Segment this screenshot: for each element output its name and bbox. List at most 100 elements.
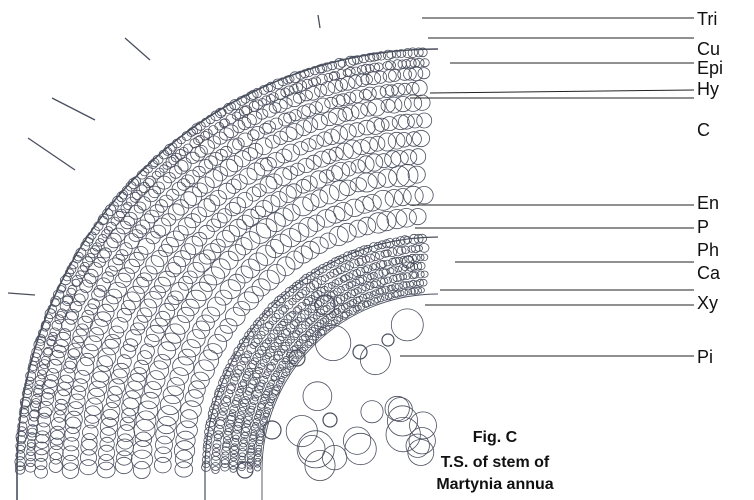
cell <box>168 204 184 220</box>
cell <box>365 254 375 262</box>
cell <box>280 186 297 203</box>
cell <box>266 135 281 148</box>
cell <box>169 155 179 164</box>
cell <box>334 203 353 221</box>
cell <box>349 123 365 137</box>
cell <box>269 103 281 114</box>
pith-cell <box>305 450 335 480</box>
cell <box>107 233 122 248</box>
cell <box>359 276 367 284</box>
label-en: En <box>697 193 719 213</box>
cell <box>178 158 191 172</box>
cell <box>396 209 416 228</box>
figure-number: Fig. C <box>420 427 570 448</box>
cell <box>301 139 316 152</box>
pith-cell <box>385 396 409 420</box>
cell <box>82 344 98 358</box>
cell <box>286 313 294 321</box>
cell <box>286 124 303 140</box>
cell <box>342 284 349 290</box>
cell <box>97 250 109 262</box>
cell <box>156 425 175 444</box>
cell <box>220 403 229 411</box>
cell <box>207 297 225 316</box>
label-cu: Cu <box>697 39 720 59</box>
cell <box>117 308 131 322</box>
cell <box>249 101 259 111</box>
cell <box>133 277 149 293</box>
xylem-vessel <box>263 421 281 439</box>
cell <box>155 447 172 462</box>
cell <box>85 269 99 283</box>
cell <box>404 186 424 205</box>
cell <box>280 229 301 247</box>
cell <box>335 79 347 92</box>
cell <box>77 358 94 376</box>
cell <box>170 166 182 179</box>
cell <box>89 381 107 397</box>
cell <box>297 340 304 346</box>
cell <box>255 138 272 155</box>
xylem-vessel <box>353 345 367 359</box>
cell <box>280 98 293 109</box>
cell <box>230 454 237 461</box>
cell <box>196 315 214 331</box>
cell <box>311 190 328 208</box>
cell <box>52 321 62 331</box>
trichome <box>125 38 150 60</box>
trichome <box>28 138 75 170</box>
cell <box>134 360 149 374</box>
cell <box>185 236 203 254</box>
cell-layers <box>15 48 437 481</box>
cell <box>228 245 245 261</box>
cell <box>88 248 99 257</box>
cell <box>72 275 82 286</box>
cell <box>181 175 194 187</box>
cell <box>380 260 387 267</box>
cell <box>332 162 350 180</box>
cell <box>352 67 361 75</box>
cell <box>252 279 270 296</box>
cell <box>233 302 250 316</box>
cell <box>356 173 377 192</box>
cell <box>293 307 300 314</box>
cell <box>144 189 158 201</box>
cell <box>85 398 102 416</box>
cell <box>64 361 76 373</box>
cell <box>350 178 366 192</box>
cell <box>252 100 263 109</box>
cell <box>417 113 432 128</box>
cell <box>168 291 184 305</box>
cell <box>326 166 342 182</box>
label-ca: Ca <box>697 263 720 283</box>
cell <box>339 180 356 196</box>
cell <box>320 185 339 204</box>
cell <box>296 81 306 92</box>
cell <box>421 271 428 277</box>
cell <box>408 114 423 128</box>
cell <box>122 398 139 416</box>
cell <box>76 324 88 336</box>
label-epi: Epi <box>697 58 723 78</box>
cell <box>126 330 142 347</box>
cell <box>388 293 394 299</box>
cell <box>321 82 335 96</box>
cell <box>150 158 159 166</box>
cell <box>387 210 407 229</box>
cell <box>132 225 146 238</box>
trichome <box>52 98 95 120</box>
cell <box>144 382 161 399</box>
leader-lines <box>400 18 694 356</box>
cell <box>80 353 94 365</box>
cell <box>85 415 99 428</box>
cell <box>333 268 341 275</box>
cell <box>104 238 118 252</box>
cell <box>175 160 188 174</box>
cell <box>129 230 143 242</box>
cell <box>218 412 227 420</box>
cell <box>409 209 426 225</box>
cell <box>105 335 121 349</box>
cell <box>302 176 318 191</box>
